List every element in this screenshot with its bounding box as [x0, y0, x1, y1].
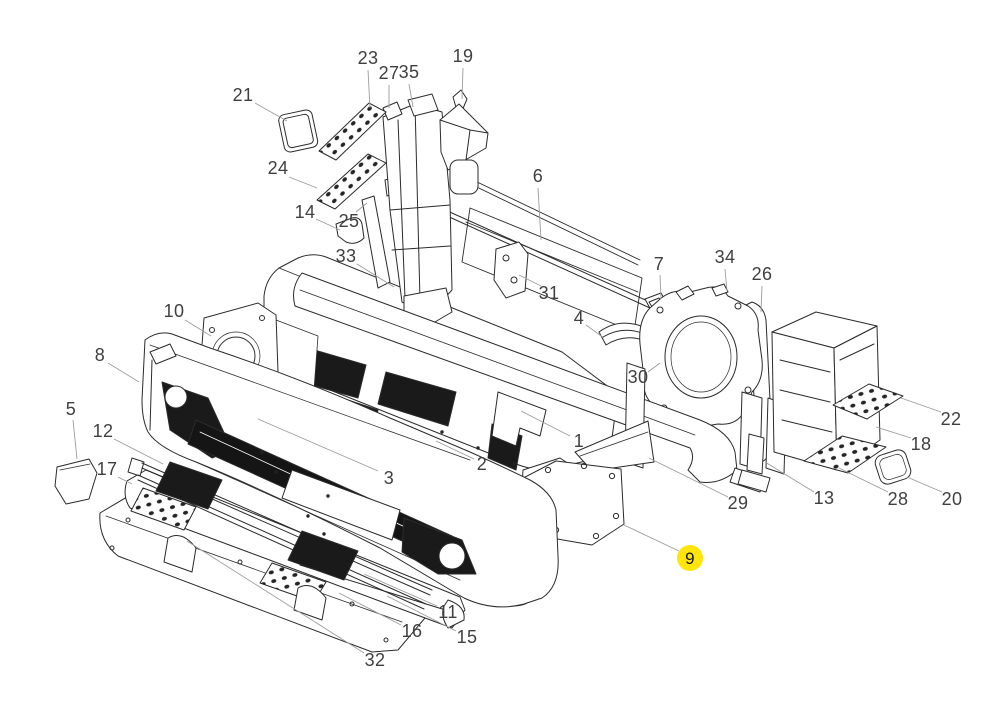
step-plate-24 — [316, 153, 387, 210]
part-label-13: 13 — [813, 488, 835, 508]
part-label-7: 7 — [653, 254, 665, 274]
part-label-27: 27 — [378, 63, 400, 83]
part-label-1: 1 — [573, 431, 585, 451]
part-label-21: 21 — [232, 85, 254, 105]
part-label-28: 28 — [887, 489, 909, 509]
part-label-2: 2 — [476, 454, 488, 474]
part-label-26: 26 — [751, 264, 773, 284]
part-label-3: 3 — [383, 468, 395, 488]
part-label-33: 33 — [335, 246, 357, 266]
part-label-35: 35 — [398, 62, 420, 82]
part-label-6: 6 — [532, 166, 544, 186]
part-label-9[interactable]: 9 — [677, 545, 703, 571]
step-plate-22 — [832, 383, 904, 420]
cover-plate-21 — [278, 109, 319, 153]
corner-flap-5 — [54, 458, 98, 505]
front-frame-panel — [451, 169, 643, 333]
part-label-32: 32 — [364, 650, 386, 670]
part-label-8: 8 — [94, 345, 106, 365]
step-plate-23 — [318, 102, 387, 161]
part-label-10: 10 — [163, 301, 185, 321]
part-label-4: 4 — [573, 308, 585, 328]
part-label-24: 24 — [267, 158, 289, 178]
bracket-31 — [493, 241, 529, 299]
step-plate-12 — [130, 487, 197, 531]
part-label-29: 29 — [727, 493, 749, 513]
part-label-15: 15 — [456, 627, 478, 647]
part-label-23: 23 — [357, 48, 379, 68]
part-label-14: 14 — [294, 202, 316, 222]
part-label-18: 18 — [910, 434, 932, 454]
part-label-5: 5 — [65, 399, 77, 419]
part-label-30: 30 — [627, 367, 649, 387]
corner-box-19 — [439, 89, 489, 195]
part-label-34: 34 — [714, 247, 736, 267]
part-label-19: 19 — [452, 46, 474, 66]
plate-4 — [598, 322, 647, 346]
part-label-11: 11 — [438, 602, 458, 622]
step-plate-28 — [803, 435, 887, 474]
ring-bracket-34 — [639, 283, 763, 429]
part-label-20: 20 — [941, 489, 963, 509]
part-label-31: 31 — [538, 283, 560, 303]
part-label-16: 16 — [401, 621, 423, 641]
center-tower-bracket — [335, 93, 453, 327]
cover-plate-20 — [874, 449, 912, 485]
part-label-12: 12 — [92, 421, 114, 441]
part-label-17: 17 — [96, 459, 118, 479]
part-label-25: 25 — [338, 211, 360, 231]
part-label-22: 22 — [940, 409, 962, 429]
